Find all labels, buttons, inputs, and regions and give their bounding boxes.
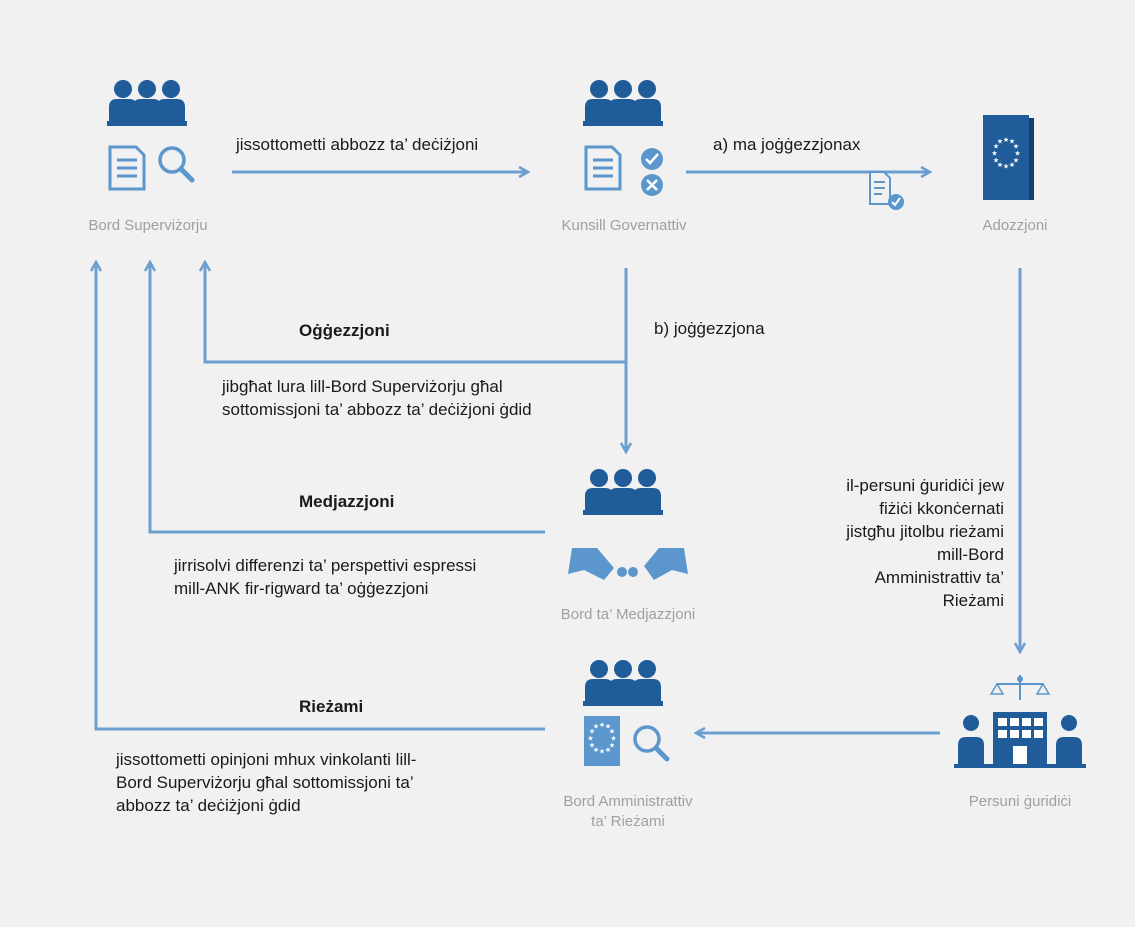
people-icon: [583, 80, 663, 126]
arrow-objection-return: [205, 262, 626, 364]
node-label-review-board-line1: Bord Amministrattiv: [563, 793, 693, 810]
node-label-review-board: Bord Amministrattiv ta’ Rieżami: [520, 792, 736, 832]
document-icon: [108, 145, 146, 191]
supervisory-board-icon: [107, 80, 192, 191]
desc-line: Rieżami: [942, 591, 1004, 610]
desc-line: il-persuni ġuridiċi jew: [846, 476, 1004, 495]
arrow-mediation-return: [150, 262, 545, 534]
edge-desc-review: jissottometti opinjoni mhux vinkolanti l…: [116, 748, 416, 817]
edge-title-review: Rieżami: [299, 697, 364, 716]
legal-person-icon: [954, 675, 1086, 768]
eu-book-icon: [983, 115, 1034, 200]
check-icon: [641, 148, 663, 170]
node-label-adoption: Adozzjoni: [982, 217, 1048, 234]
person-icon: [958, 715, 984, 764]
building-icon: [993, 712, 1047, 764]
people-icon: [107, 80, 187, 126]
desc-line: Amministrattiv ta’: [874, 568, 1004, 587]
desc-line: fiżiċi kkonċernati: [879, 499, 1004, 518]
people-icon: [583, 660, 663, 706]
magnifier-icon: [160, 148, 192, 180]
node-label-review-board-line2: ta’ Rieżami: [591, 813, 665, 830]
review-board-icon: [583, 660, 667, 766]
magnifier-icon: [635, 727, 667, 759]
node-label-governing-council: Kunsill Governattiv: [561, 217, 687, 234]
edge-desc-mediation: jirrisolvi differenzi ta’ perspettivi es…: [174, 554, 476, 600]
desc-line: mill-Bord: [936, 545, 1004, 564]
desc-line: mill-ANK fir-rigward ta’ oġġezzjoni: [174, 579, 429, 598]
edge-title-objection: Oġġezzjoni: [299, 321, 390, 340]
node-label-legal-person: Persuni ġuridiċi: [968, 793, 1072, 810]
arrow-review-return: [96, 262, 545, 731]
desc-line: jistgħu jitolbu rieżami: [846, 522, 1004, 541]
desc-line: jirrisolvi differenzi ta’ perspettivi es…: [174, 556, 477, 575]
desc-line: jissottometti opinjoni mhux vinkolanti l…: [116, 750, 417, 769]
desc-line: jibgħat lura lill-Bord Superviżorju għal: [222, 377, 503, 396]
mediation-panel-icon: [568, 469, 688, 580]
cross-icon: [641, 174, 663, 196]
person-icon: [1056, 715, 1082, 764]
edge-desc-legal-request: il-persuni ġuridiċi jew fiżiċi kkonċerna…: [780, 474, 1004, 612]
scales-icon: [989, 675, 1051, 700]
edge-label-submit-draft: jissottometti abbozz ta’ deċiżjoni: [236, 135, 479, 154]
approved-document-icon: [869, 171, 904, 210]
people-icon: [583, 469, 663, 515]
desc-line: sottomissjoni ta’ abbozz ta’ deċiżjoni ġ…: [222, 400, 532, 419]
edges: [96, 172, 1020, 733]
edge-label-no-objection: a) ma joġġezzjonax: [713, 135, 861, 154]
node-label-supervisory-board: Bord Superviżorju: [88, 217, 208, 234]
handshake-icon: [568, 548, 688, 580]
governing-council-icon: [583, 80, 663, 196]
document-icon: [584, 145, 622, 191]
edge-desc-objection: jibgħat lura lill-Bord Superviżorju għal…: [222, 375, 532, 421]
node-label-mediation-panel: Bord ta’ Medjazzjoni: [560, 606, 696, 623]
edge-title-mediation: Medjazzjoni: [299, 492, 395, 511]
edge-label-objection: b) joġġezzjona: [654, 319, 765, 338]
desc-line: abbozz ta’ deċiżjoni ġdid: [116, 796, 301, 815]
desc-line: Bord Superviżorju għal sottomissjoni ta’: [116, 773, 414, 792]
